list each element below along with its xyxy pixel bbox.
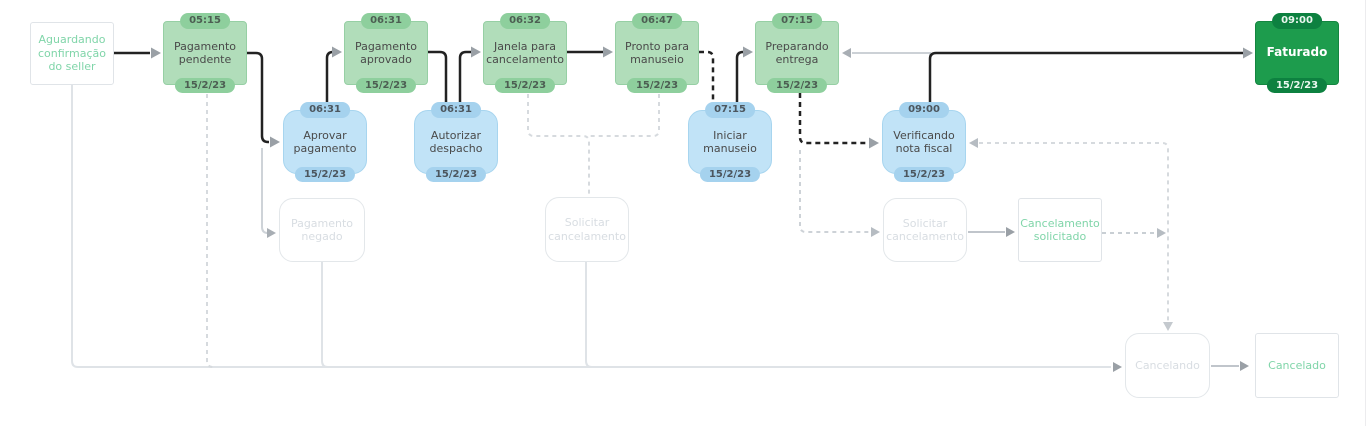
node-autorizar-despacho[interactable]: 06:31 Autorizar despacho 15/2/23: [414, 102, 498, 182]
node-label: Solicitar cancelamento: [886, 216, 964, 244]
node-cancelando[interactable]: Cancelando: [1125, 333, 1210, 398]
date-badge: 15/2/23: [1266, 77, 1328, 93]
node-label: Cancelando: [1135, 358, 1200, 372]
time-badge: 09:00: [1272, 13, 1322, 29]
node-cancelamento-solicitado[interactable]: Cancelamento solicitado: [1018, 198, 1102, 262]
node-janela-para-cancelamento[interactable]: 06:32 Janela para cancelamento 15/2/23: [483, 13, 567, 93]
node-label: Pagamento negado: [290, 216, 354, 244]
node-aprovar-pagamento[interactable]: 06:31 Aprovar pagamento 15/2/23: [283, 102, 367, 182]
node-solicitar-cancelamento-1[interactable]: Solicitar cancelamento: [545, 197, 629, 262]
edge-aprovar-to-aprovado: [325, 46, 342, 110]
node-label: Verificando nota fiscal: [893, 128, 955, 156]
edge-autorizar-to-janela: [458, 46, 481, 108]
time-badge: 06:31: [361, 13, 411, 29]
date-badge: 15/2/23: [494, 77, 556, 93]
node-label: Iniciar manuseio: [703, 128, 757, 156]
time-badge: 07:15: [772, 13, 822, 29]
date-badge: 15/2/23: [699, 166, 761, 182]
edge-pronto-to-solicitar1: [589, 94, 660, 137]
date-badge: 15/2/23: [174, 77, 236, 93]
edge-verificando-to-faturado: [928, 47, 1253, 110]
node-pagamento-aprovado[interactable]: 06:31 Pagamento aprovado 15/2/23: [344, 13, 428, 93]
date-badge: 15/2/23: [425, 166, 487, 182]
node-aguardando-confirmacao-seller[interactable]: Aguardando confirmação do seller: [30, 22, 114, 85]
node-label: Cancelamento solicitado: [1020, 216, 1100, 244]
date-badge: 15/2/23: [893, 166, 955, 182]
edge-aguardando-to-pendente: [114, 47, 161, 59]
node-label: Pagamento aprovado: [354, 39, 418, 67]
node-label: Pronto para manuseio: [625, 39, 689, 67]
node-iniciar-manuseio[interactable]: 07:15 Iniciar manuseio 15/2/23: [688, 102, 772, 182]
node-label: Aguardando confirmação do seller: [38, 33, 106, 74]
edge-preparando-to-verificando: [798, 93, 879, 149]
node-pronto-para-manuseio[interactable]: 06:47 Pronto para manuseio 15/2/23: [615, 13, 699, 93]
container-right-border: [1365, 0, 1366, 426]
node-label: Janela para cancelamento: [486, 39, 564, 67]
edge-iniciar-to-preparando: [735, 46, 753, 108]
node-pagamento-pendente[interactable]: 05:15 Pagamento pendente 15/2/23: [163, 13, 247, 93]
node-label: Aprovar pagamento: [293, 128, 357, 156]
time-badge: 06:31: [300, 102, 350, 118]
date-badge: 15/2/23: [626, 77, 688, 93]
node-label: Preparando entrega: [765, 39, 829, 67]
node-label: Pagamento pendente: [173, 39, 237, 67]
edge-aprovado-to-autorizar: [428, 50, 448, 108]
node-pagamento-negado[interactable]: Pagamento negado: [279, 198, 365, 262]
edge-preparando-to-solicitar2: [799, 150, 880, 237]
node-label: Faturado: [1266, 45, 1328, 60]
edge-pronto-to-iniciar: [699, 50, 715, 108]
time-badge: 06:32: [500, 13, 550, 29]
edge-janela-to-solicitar1: [527, 94, 590, 196]
node-verificando-nota-fiscal[interactable]: 09:00 Verificando nota fiscal 15/2/23: [882, 102, 966, 182]
time-badge: 05:15: [180, 13, 230, 29]
time-badge: 06:47: [632, 13, 682, 29]
edge-pendente-to-negado: [261, 148, 276, 238]
edge-solicitar2-to-cancelamento-solicitado: [968, 227, 1015, 237]
node-label: Cancelado: [1268, 358, 1326, 372]
edge-janela-to-pronto: [567, 46, 613, 58]
edge-states-to-cancelando: [71, 85, 1122, 372]
node-preparando-entrega[interactable]: 07:15 Preparando entrega 15/2/23: [755, 13, 839, 93]
date-badge: 15/2/23: [766, 77, 828, 93]
date-badge: 15/2/23: [355, 77, 417, 93]
edge-cancelando-to-cancelado: [1211, 361, 1249, 371]
node-label: Solicitar cancelamento: [548, 216, 626, 243]
time-badge: 09:00: [899, 102, 949, 118]
node-solicitar-cancelamento-2[interactable]: Solicitar cancelamento: [883, 198, 967, 262]
time-badge: 06:31: [431, 102, 481, 118]
edge-verificando-to-preparando: [842, 48, 931, 110]
date-badge: 15/2/23: [294, 166, 356, 182]
edge-junction-to-verificando-and-cancelando: [969, 138, 1173, 331]
time-badge: 07:15: [705, 102, 755, 118]
edge-pendente-to-aprovar: [247, 51, 280, 148]
node-faturado[interactable]: 09:00 Faturado 15/2/23: [1255, 13, 1339, 93]
edge-cancelamento-solicitado-to-junction: [1102, 228, 1166, 238]
node-cancelado[interactable]: Cancelado: [1255, 333, 1339, 398]
node-label: Autorizar despacho: [429, 128, 483, 156]
